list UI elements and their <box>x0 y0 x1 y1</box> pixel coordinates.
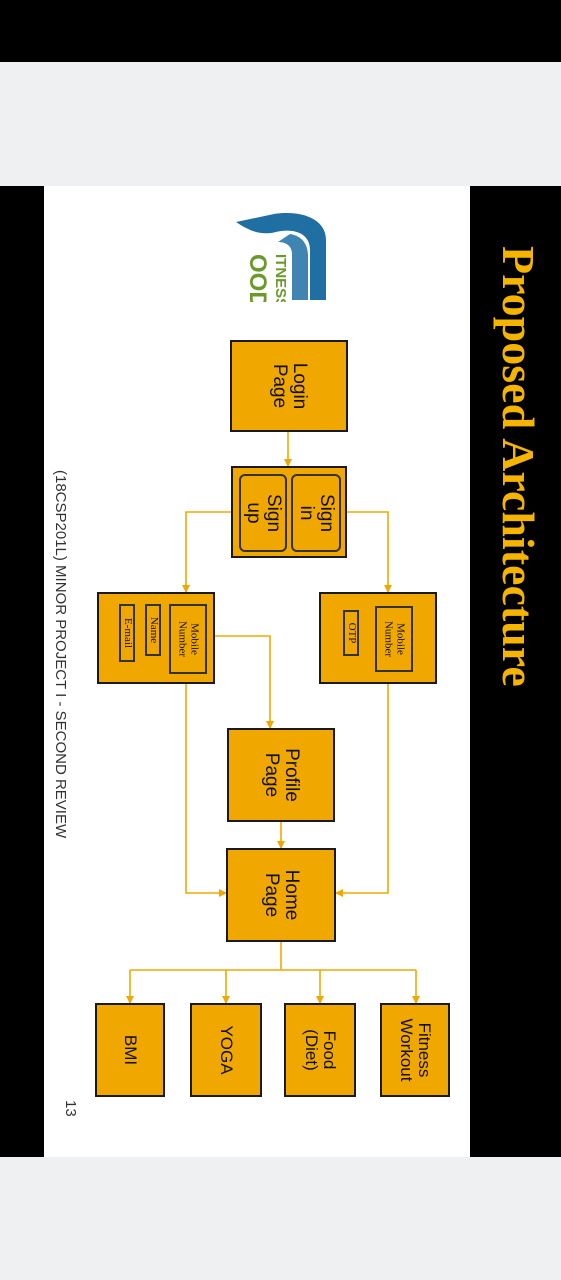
login-page-box: Login Page <box>230 340 348 432</box>
name-field: Name <box>145 604 161 656</box>
email-field: E-mail <box>119 604 135 662</box>
profile-page-label: Profile Page <box>261 748 302 802</box>
email-label: E-mail <box>121 618 134 648</box>
name-label: Name <box>147 616 160 644</box>
edge-mobile-form-to-home <box>185 684 227 897</box>
sign-in-label: Sign in <box>296 493 337 533</box>
title-bar: Proposed Architecture <box>476 186 561 1157</box>
fitness-workout-label: Fitness Workout <box>397 1018 434 1082</box>
mobile-number-field-right: Mobile Number <box>375 606 413 672</box>
food-diet-label: Food (Diet) <box>302 1029 339 1071</box>
fitness-food-logo: ITNESS OOD <box>236 213 326 302</box>
auth-choice-box: Sign in Sign up <box>231 466 347 558</box>
otp-label: OTP <box>345 622 358 644</box>
page-number: 13 <box>62 1100 79 1117</box>
sign-up-option: Sign up <box>239 474 287 552</box>
slide-footer: (18CSP201L) MINOR PROJECT I - SECOND REV… <box>52 470 69 839</box>
otp-login-form: Mobile Number OTP <box>319 592 437 684</box>
otp-field: OTP <box>343 610 359 656</box>
edge-otp-form-to-home <box>335 684 389 897</box>
mobile-number-label-left: Mobile Number <box>177 620 201 658</box>
home-page-box: Home Page <box>226 848 336 942</box>
edge-mobile-form-to-profile <box>215 635 274 729</box>
food-diet-box: Food (Diet) <box>284 1003 356 1097</box>
sign-up-label: Sign up <box>243 493 284 533</box>
logo-text-top: ITNESS <box>272 254 289 302</box>
yoga-label: YOGA <box>216 1025 236 1075</box>
mobile-number-label-right: Mobile Number <box>383 620 407 658</box>
yoga-box: YOGA <box>190 1003 262 1097</box>
bottom-blank-area <box>0 1157 561 1280</box>
bmi-box: BMI <box>95 1003 165 1097</box>
edge-signin-to-otp-form <box>346 511 392 593</box>
login-page-label: Login Page <box>269 362 310 410</box>
bmi-label: BMI <box>120 1034 140 1066</box>
edge-signup-to-mobile-form <box>182 511 232 593</box>
profile-page-box: Profile Page <box>227 728 335 822</box>
logo-text-bottom: OOD <box>244 254 271 302</box>
fitness-workout-box: Fitness Workout <box>380 1003 450 1097</box>
home-page-label: Home Page <box>261 869 302 921</box>
sign-in-option: Sign in <box>291 474 341 552</box>
mobile-number-field-left: Mobile Number <box>169 604 207 674</box>
signup-form: Mobile Number Name E-mail <box>97 592 215 684</box>
top-blank-area <box>0 62 561 186</box>
